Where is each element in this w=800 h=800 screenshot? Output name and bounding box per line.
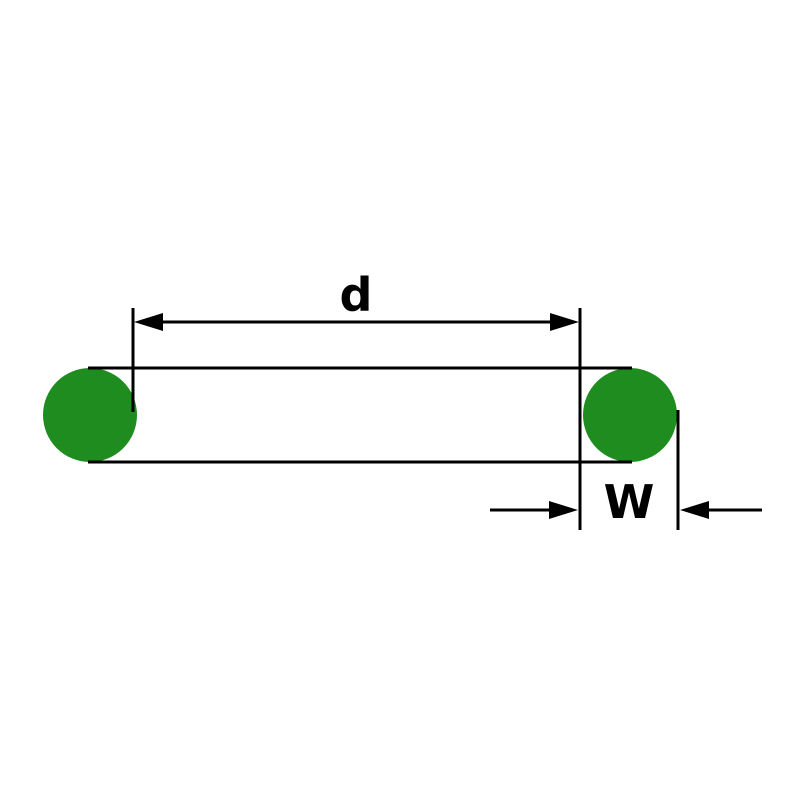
d-arrowhead-right-icon xyxy=(550,313,579,331)
oring-cross-section-right xyxy=(583,368,677,462)
d-arrowhead-left-icon xyxy=(134,313,163,331)
oring-cross-section-left xyxy=(43,368,137,462)
cross-section-width-label: W xyxy=(604,475,655,529)
w-arrowhead-right-icon xyxy=(680,501,709,519)
w-arrowhead-left-icon xyxy=(549,501,578,519)
inner-diameter-label: d xyxy=(340,268,373,322)
